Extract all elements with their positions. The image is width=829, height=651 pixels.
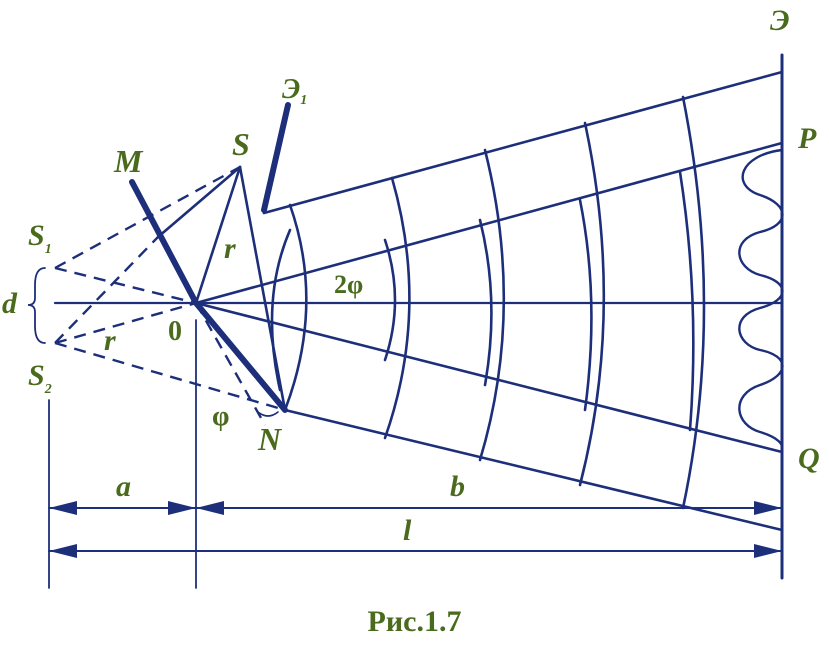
dim-b-arrow-right — [754, 501, 782, 515]
dim-a-arrow-right — [168, 501, 196, 515]
figure-caption: Рис.1.7 — [367, 605, 462, 638]
wavefront-arc-inner — [478, 218, 493, 387]
label-s2: S2 — [28, 359, 52, 397]
wavefront-arc-inner — [578, 198, 593, 412]
label-l: l — [403, 514, 412, 547]
label-origin: 0 — [168, 316, 182, 347]
label-screen1: Э1 — [282, 74, 307, 108]
beam-upper-outer — [262, 70, 784, 215]
m-to-s — [156, 165, 242, 239]
s2-to-m-dashed — [54, 236, 159, 344]
wavefront-arc-inner — [270, 228, 292, 392]
label-s1: S1 — [28, 219, 52, 257]
dim-l-arrow-left — [49, 544, 77, 558]
dim-b-arrow-left — [196, 501, 224, 515]
label-s1-main: S — [28, 219, 45, 252]
label-b: b — [450, 470, 465, 503]
wavefronts — [270, 95, 706, 510]
wavefront-arc-inner — [383, 238, 397, 362]
label-d: d — [2, 287, 18, 320]
label-p: P — [797, 122, 817, 155]
s2-to-origin-dashed — [54, 301, 197, 345]
wavefront-arc — [478, 148, 506, 462]
beam-lower-inner — [194, 301, 784, 454]
dim-a-arrow-left — [49, 501, 77, 515]
wavefront-arc-inner — [678, 170, 695, 432]
dim-l-arrow-right — [754, 544, 782, 558]
d-brace — [27, 267, 46, 344]
label-screen: Э — [770, 4, 790, 37]
label-r-lower: r — [104, 324, 116, 357]
label-screen1-main: Э — [282, 74, 300, 105]
label-s: S — [232, 126, 250, 162]
wavefront-arc — [578, 121, 606, 487]
interference-diagram: Э Э1 M S S1 S2 d r r 0 2φ φ N P Q a b l — [2, 4, 820, 589]
label-q: Q — [798, 442, 820, 475]
s1-to-origin-dashed — [54, 266, 197, 305]
label-phi: φ — [212, 401, 229, 432]
label-s2-sub: 2 — [44, 382, 52, 397]
label-s2-main: S — [28, 359, 45, 392]
origin-to-n-dashed — [194, 302, 267, 426]
beam-lower-outer — [283, 408, 784, 532]
wavefront-arc — [383, 176, 411, 440]
label-s1-sub: 1 — [45, 242, 52, 257]
interference-pattern — [738, 148, 784, 448]
label-screen1-sub: 1 — [300, 93, 307, 108]
beam-upper-inner — [194, 141, 784, 305]
label-a: a — [116, 470, 131, 503]
label-two-phi: 2φ — [334, 270, 363, 299]
wavefront-arc — [283, 203, 308, 412]
wavefront-arc — [681, 95, 706, 510]
label-n: N — [257, 421, 283, 457]
s-to-origin — [194, 165, 242, 305]
screen-e1 — [261, 102, 291, 213]
phi-angle-arc — [257, 411, 279, 417]
mirror-m — [129, 179, 199, 306]
mirror-n — [193, 300, 288, 413]
label-r-upper: r — [224, 232, 236, 265]
label-m: M — [113, 143, 144, 179]
s-to-n — [238, 165, 287, 412]
